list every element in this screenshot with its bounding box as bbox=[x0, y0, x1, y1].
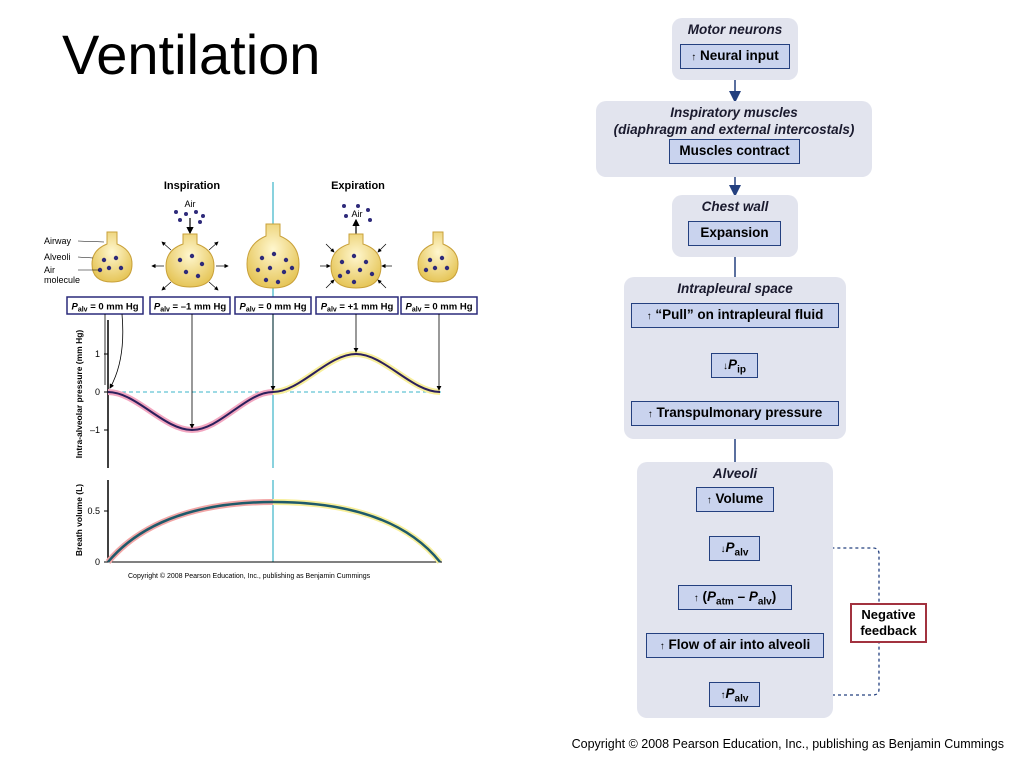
alveolus-rest-2 bbox=[417, 231, 459, 283]
pressure-box-4: Palv = +1 mm Hg bbox=[315, 296, 399, 315]
alveolus-end-inspiration bbox=[246, 223, 300, 289]
svg-text:Palv = –1 mm Hg: Palv = –1 mm Hg bbox=[154, 302, 227, 314]
box-neural-input: ↑ Neural input bbox=[680, 44, 790, 69]
box-transpulmonary-pressure: ↑ Transpulmonary pressure bbox=[631, 401, 839, 426]
box-expansion: Expansion bbox=[688, 221, 781, 246]
section-title-chest: Chest wall bbox=[701, 199, 769, 214]
negative-feedback-box: Negative feedback bbox=[850, 603, 927, 643]
section-title-alveoli: Alveoli bbox=[712, 466, 758, 481]
section-title-muscles-1: Inspiratory muscles bbox=[670, 105, 798, 120]
legend-alveoli: Alveoli bbox=[44, 252, 71, 262]
box-muscles-contract: Muscles contract bbox=[669, 139, 800, 164]
svg-text:Palv = 0 mm Hg: Palv = 0 mm Hg bbox=[239, 302, 306, 314]
alveolus-expiration: Air bbox=[320, 204, 392, 289]
pressure-tick-neg1: –1 bbox=[90, 425, 100, 435]
expiration-label: Expiration bbox=[331, 180, 385, 192]
air-label-inspiration: Air bbox=[185, 199, 196, 209]
box-pull-intrapleural-fluid: ↑ “Pull” on intrapleural fluid bbox=[631, 303, 839, 328]
pressure-graph: 1 0 –1 Intra-alveolar pressure (mm Hg) bbox=[74, 313, 442, 468]
legend-air-molecule-2: molecule bbox=[44, 275, 80, 285]
alveolus-rest-1 bbox=[91, 231, 133, 283]
slide-title: Ventilation bbox=[62, 23, 321, 86]
volume-axis-label: Breath volume (L) bbox=[74, 484, 84, 556]
ventilation-figure: Inspiration Expiration Airway Alveoli Ai… bbox=[44, 180, 478, 580]
box-flow-of-air: ↑ Flow of air into alveoli bbox=[646, 633, 824, 658]
volume-tick-05: 0.5 bbox=[87, 506, 100, 516]
svg-text:Palv = 0 mm Hg: Palv = 0 mm Hg bbox=[405, 302, 472, 314]
slide-copyright: Copyright © 2008 Pearson Education, Inc.… bbox=[571, 737, 1004, 751]
figure-copyright: Copyright © 2008 Pearson Education, Inc.… bbox=[128, 572, 371, 580]
section-title-motor: Motor neurons bbox=[687, 22, 783, 37]
box-palv-increase: ↑Palv bbox=[709, 682, 760, 707]
svg-text:Palv = 0 mm Hg: Palv = 0 mm Hg bbox=[71, 302, 138, 314]
box-palv-decrease: ↓Palv bbox=[709, 536, 760, 561]
section-title-intrapleural: Intrapleural space bbox=[677, 281, 793, 296]
volume-graph: 0.5 0 Breath volume (L) bbox=[74, 480, 443, 567]
alveolus-inspiration: Air bbox=[151, 199, 229, 291]
pressure-box-2: Palv = –1 mm Hg bbox=[149, 296, 231, 315]
legend-air-molecule-1: Air bbox=[44, 265, 55, 275]
pressure-axis-label: Intra-alveolar pressure (mm Hg) bbox=[74, 330, 84, 459]
pressure-tick-1: 1 bbox=[95, 349, 100, 359]
pressure-box-5: Palv = 0 mm Hg bbox=[400, 296, 478, 315]
pressure-box-3: Palv = 0 mm Hg bbox=[234, 296, 312, 315]
box-volume: ↑ Volume bbox=[696, 487, 774, 512]
pressure-tick-0: 0 bbox=[95, 387, 100, 397]
volume-tick-0: 0 bbox=[95, 557, 100, 567]
box-pressure-difference: ↑ (Patm – Palv) bbox=[678, 585, 792, 610]
svg-text:Palv = +1 mm Hg: Palv = +1 mm Hg bbox=[321, 302, 394, 314]
air-label-expiration: Air bbox=[352, 209, 363, 219]
inspiration-label: Inspiration bbox=[164, 180, 221, 192]
section-title-muscles-2: (diaphragm and external intercostals) bbox=[613, 122, 855, 137]
box-pip: ↓Pip bbox=[711, 353, 758, 378]
pressure-box-1: Palv = 0 mm Hg bbox=[66, 296, 144, 315]
legend-airway: Airway bbox=[44, 236, 72, 246]
